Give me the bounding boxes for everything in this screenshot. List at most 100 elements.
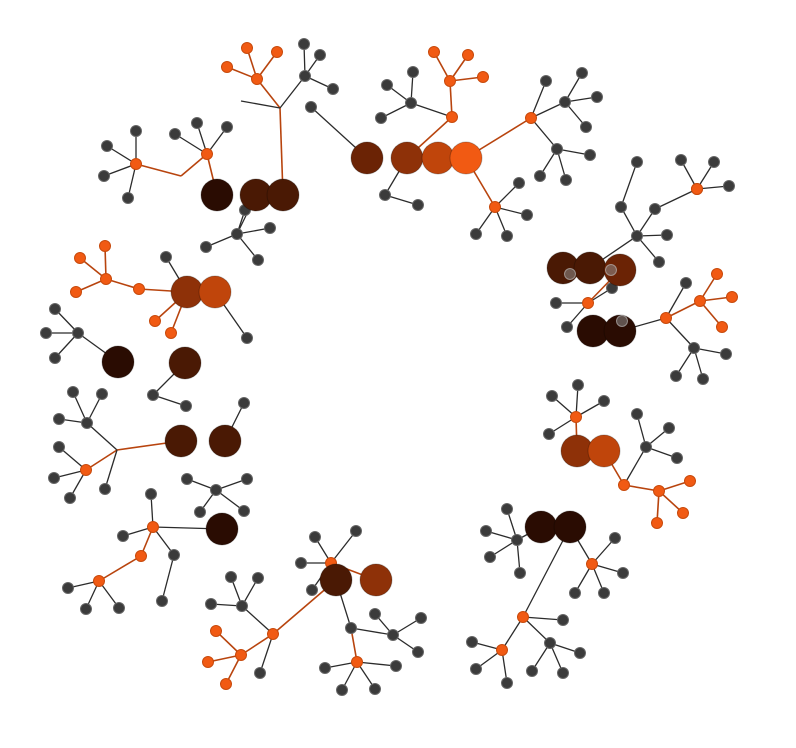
leaf-node-dark (64, 492, 76, 504)
leaf-node-dark (670, 370, 682, 382)
nodes-layer (40, 38, 738, 696)
leaf-node-dark (480, 525, 492, 537)
leaf-node-dark (375, 112, 387, 124)
leaf-node-orange (93, 575, 105, 587)
leaf-node-orange (271, 46, 283, 58)
leaf-node-orange (525, 112, 537, 124)
hub-node (205, 512, 239, 546)
leaf-node-orange (489, 201, 501, 213)
leaf-node-dark (534, 170, 546, 182)
leaf-node-dark (99, 483, 111, 495)
leaf-node-dark (513, 177, 525, 189)
leaf-node-dark (640, 441, 652, 453)
leaf-node-dark (680, 277, 692, 289)
leaf-node-dark (80, 603, 92, 615)
leaf-node-dark (379, 189, 391, 201)
overlay-node (605, 264, 617, 276)
leaf-node-dark (205, 598, 217, 610)
leaf-node-dark (369, 608, 381, 620)
edge (259, 633, 274, 674)
leaf-node-orange (694, 295, 706, 307)
leaf-node-dark (526, 665, 538, 677)
leaf-node-dark (53, 441, 65, 453)
leaf-node-dark (574, 647, 586, 659)
leaf-node-dark (49, 352, 61, 364)
leaf-node-orange (100, 273, 112, 285)
leaf-node-orange (570, 411, 582, 423)
leaf-node-dark (557, 667, 569, 679)
leaf-node-dark (295, 557, 307, 569)
leaf-node-orange (618, 479, 630, 491)
leaf-node-dark (615, 201, 627, 213)
leaf-node-dark (49, 303, 61, 315)
leaf-node-dark (609, 532, 621, 544)
hub-node (553, 510, 587, 544)
leaf-node-dark (540, 75, 552, 87)
leaf-node-dark (407, 66, 419, 78)
leaf-node-orange (241, 42, 253, 54)
hub-node (208, 424, 242, 458)
leaf-node-orange (202, 656, 214, 668)
leaf-node-dark (631, 156, 643, 168)
leaf-node-dark (649, 203, 661, 215)
leaf-node-dark (238, 505, 250, 517)
hub-node (200, 178, 234, 212)
leaf-node-dark (697, 373, 709, 385)
leaf-node-dark (264, 222, 276, 234)
leaf-node-dark (236, 600, 248, 612)
leaf-node-dark (145, 488, 157, 500)
leaf-node-dark (544, 637, 556, 649)
hub-node (359, 563, 393, 597)
hub-node (101, 345, 135, 379)
leaf-node-dark (96, 388, 108, 400)
leaf-node-dark (225, 571, 237, 583)
leaf-node-dark (412, 646, 424, 658)
leaf-node-orange (517, 611, 529, 623)
leaf-node-orange (74, 252, 86, 264)
leaf-node-orange (165, 327, 177, 339)
leaf-node-dark (122, 192, 134, 204)
edge (522, 616, 564, 621)
edge-highlighted (135, 163, 182, 177)
leaf-node-orange (711, 268, 723, 280)
leaf-node-dark (598, 395, 610, 407)
leaf-node-orange (582, 297, 594, 309)
leaf-node-dark (345, 622, 357, 634)
leaf-node-dark (546, 390, 558, 402)
leaf-node-dark (130, 125, 142, 137)
leaf-node-dark (631, 408, 643, 420)
leaf-node-dark (180, 400, 192, 412)
leaf-node-dark (412, 199, 424, 211)
overlay-node (564, 268, 576, 280)
leaf-node-dark (191, 117, 203, 129)
leaf-node-dark (569, 587, 581, 599)
leaf-node-orange (444, 75, 456, 87)
leaf-node-dark (501, 677, 513, 689)
leaf-node-dark (254, 667, 266, 679)
leaf-node-orange (210, 625, 222, 637)
leaf-node-orange (446, 111, 458, 123)
edge (240, 100, 281, 109)
leaf-node-dark (241, 473, 253, 485)
leaf-node-dark (617, 567, 629, 579)
edge (356, 661, 397, 667)
leaf-node-dark (309, 531, 321, 543)
edge (86, 422, 118, 451)
edge (104, 449, 118, 490)
leaf-node-orange (653, 485, 665, 497)
leaf-node-orange (70, 286, 82, 298)
leaf-node-dark (298, 38, 310, 50)
leaf-node-dark (113, 602, 125, 614)
edge (665, 282, 687, 319)
leaf-node-orange (660, 312, 672, 324)
leaf-node-dark (221, 121, 233, 133)
leaf-node-dark (252, 572, 264, 584)
hub-node (573, 251, 607, 285)
leaf-node-orange (726, 291, 738, 303)
leaf-node-dark (147, 389, 159, 401)
leaf-node-dark (557, 614, 569, 626)
leaf-node-dark (653, 256, 665, 268)
edge (522, 616, 551, 644)
leaf-node-orange (462, 49, 474, 61)
leaf-node-dark (631, 230, 643, 242)
